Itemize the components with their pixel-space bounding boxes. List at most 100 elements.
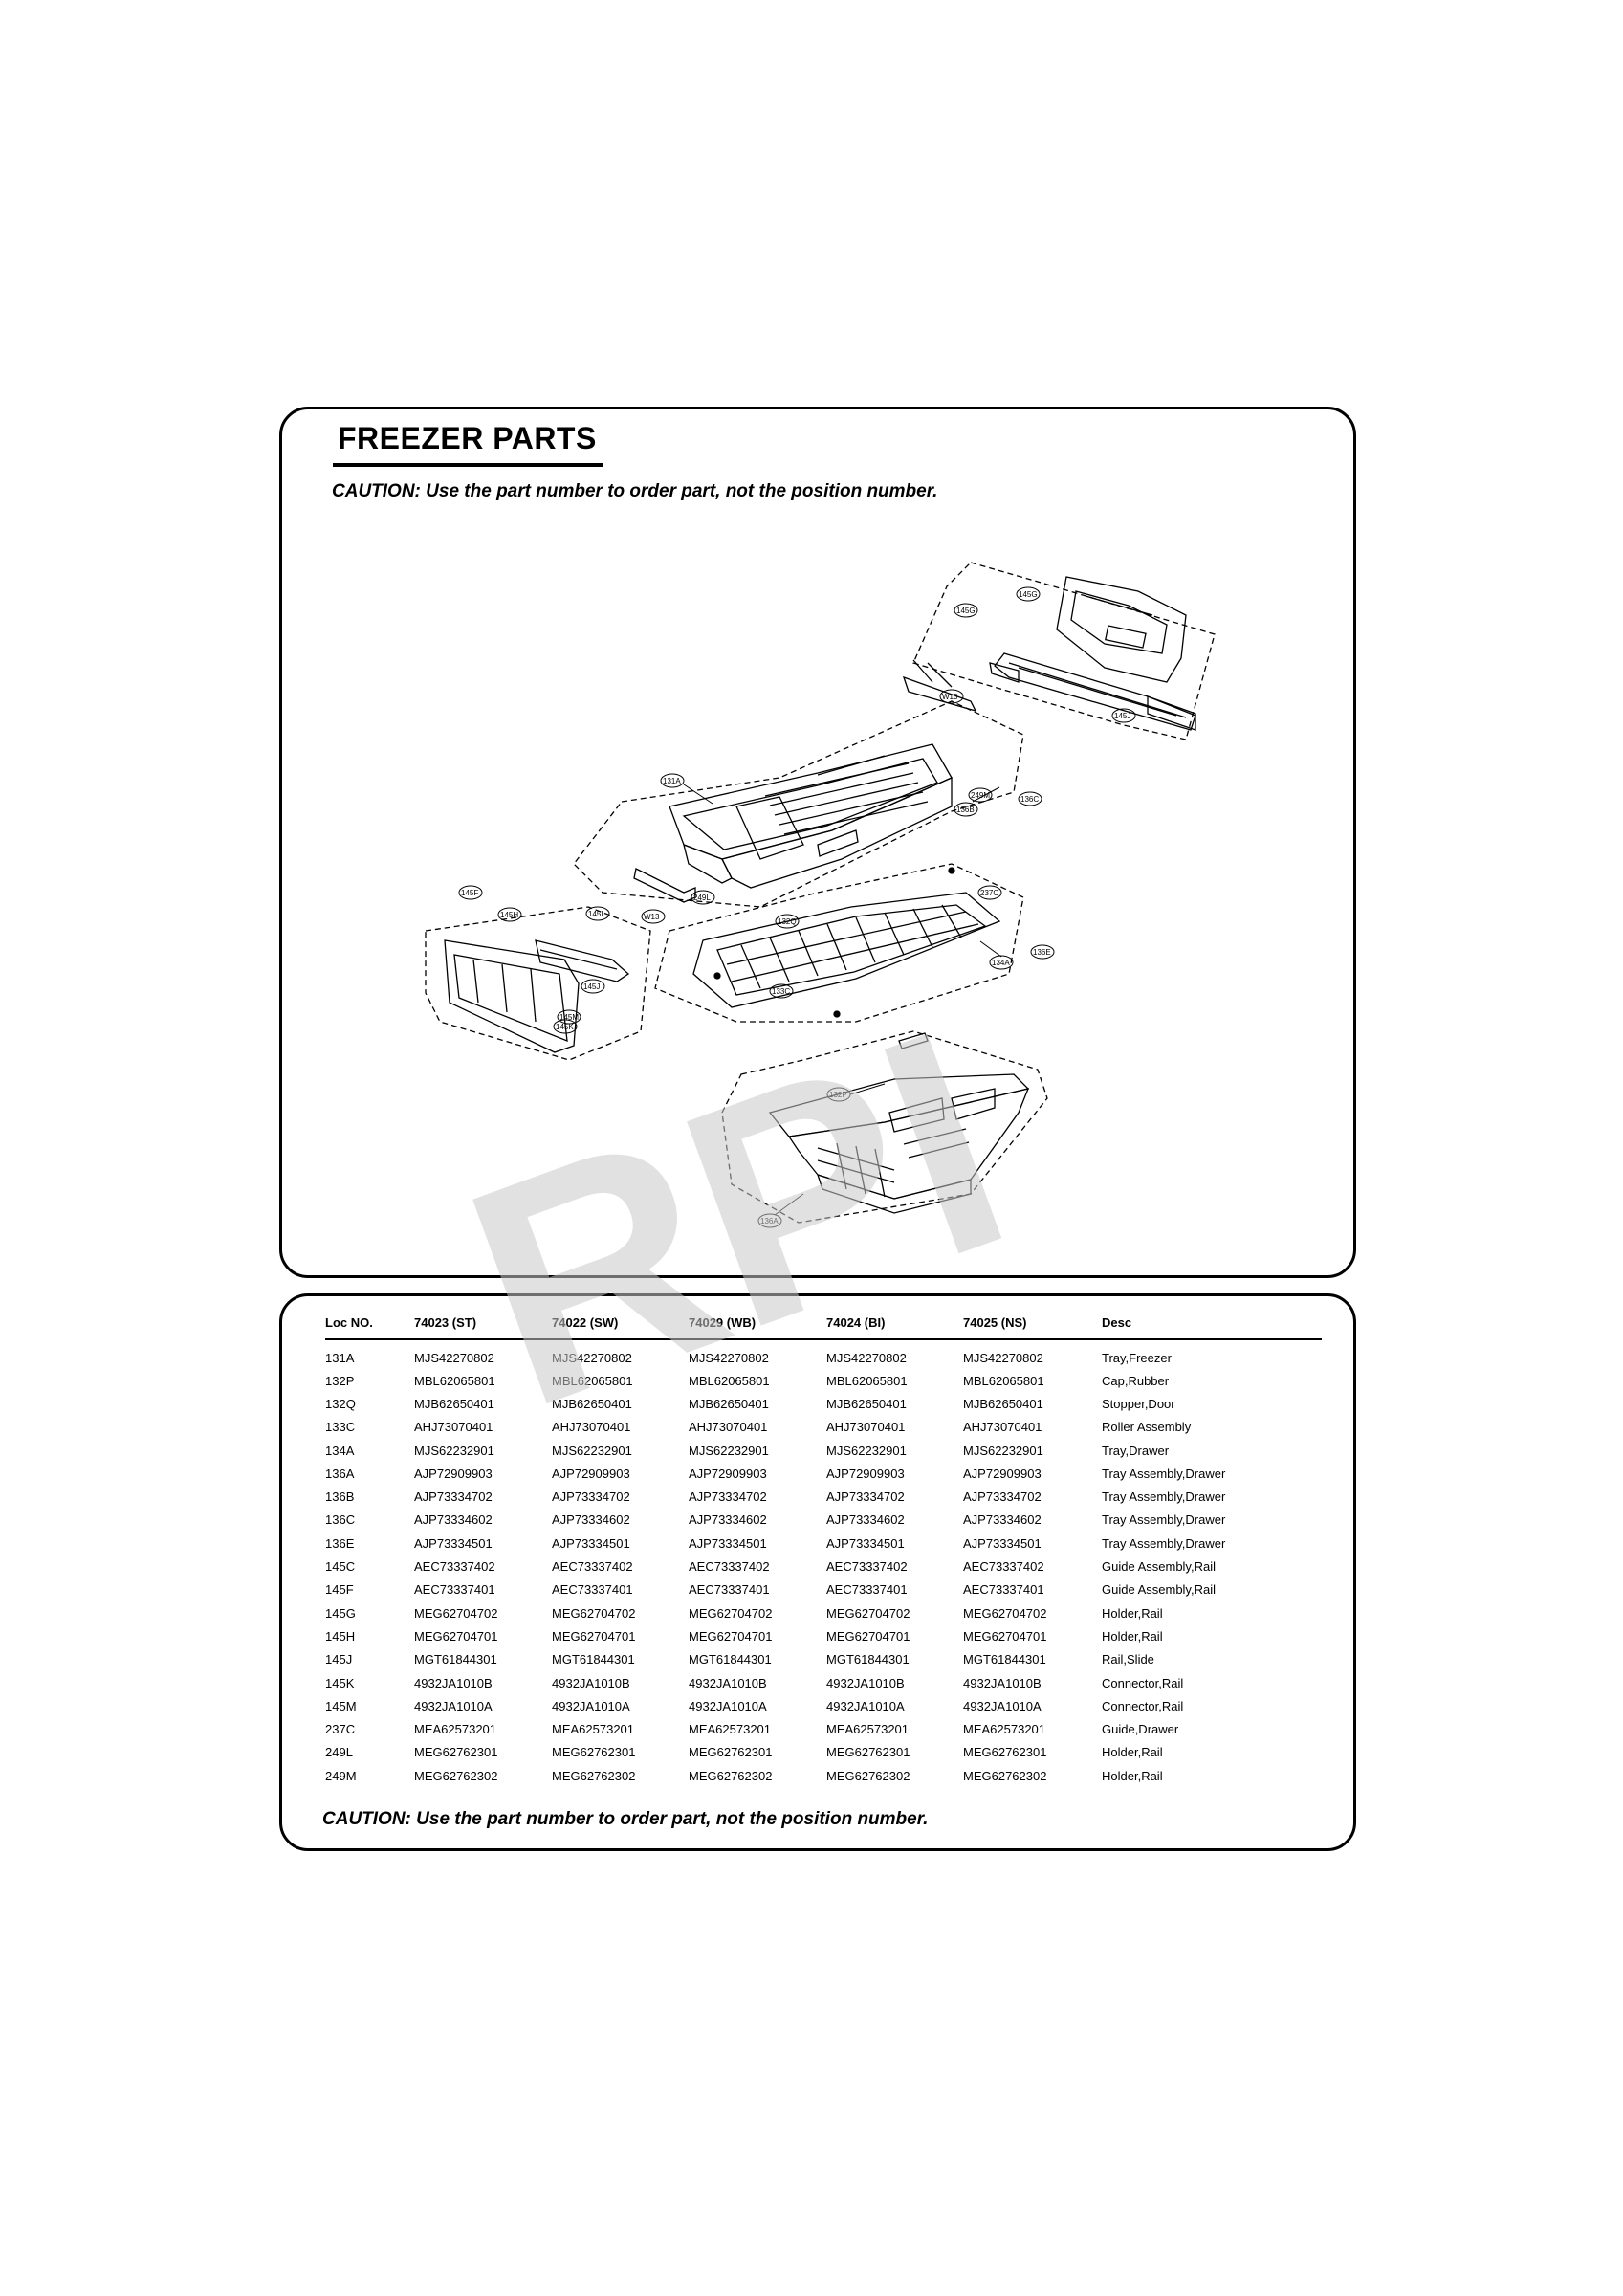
- callout-label: 145L: [588, 910, 605, 918]
- part-number-cell: AEC73337402: [963, 1559, 1044, 1575]
- callout-label: 132Q: [778, 917, 797, 926]
- caution-note-bottom: CAUTION: Use the part number to order pa…: [322, 1809, 929, 1829]
- part-number-cell: AJP73334702: [963, 1490, 1042, 1505]
- title-underline: [333, 463, 603, 467]
- loc-number-cell: 145F: [325, 1582, 354, 1598]
- description-cell: Tray Assembly,Drawer: [1102, 1535, 1226, 1551]
- part-number-cell: AJP72909903: [414, 1466, 493, 1481]
- callout-label: 249M: [971, 791, 990, 800]
- part-number-cell: AEC73337401: [552, 1582, 633, 1598]
- part-number-cell: MGT61844301: [689, 1652, 772, 1667]
- description-cell: Cap,Rubber: [1102, 1373, 1170, 1388]
- part-number-cell: AHJ73070401: [963, 1420, 1042, 1435]
- column-header: 74022 (SW): [552, 1312, 689, 1340]
- loc-number-cell: 145J: [325, 1652, 353, 1667]
- callout-label: 145M: [559, 1013, 579, 1022]
- loc-number-cell: 136A: [325, 1466, 355, 1481]
- part-number-cell: MGT61844301: [826, 1652, 910, 1667]
- part-number-cell: AJP73334501: [826, 1535, 905, 1551]
- loc-number-cell: 145K: [325, 1675, 355, 1690]
- callout-label: 145G: [1019, 590, 1038, 599]
- description-cell: Rail,Slide: [1102, 1652, 1154, 1667]
- part-number-cell: MEG62762302: [963, 1768, 1047, 1783]
- part-number-cell: AEC73337402: [689, 1559, 770, 1575]
- parts-table-panel: Loc NO. 74023 (ST) 74022 (SW) 74029 (WB)…: [279, 1293, 1356, 1851]
- part-number-cell: 4932JA1010A: [414, 1698, 493, 1713]
- slide-rail-part: [989, 652, 1196, 731]
- part-number-cell: MJB62650401: [826, 1396, 907, 1411]
- part-number-cell: MJS62232901: [826, 1443, 907, 1458]
- basket-boundary: [721, 1030, 1048, 1224]
- callout-label: 145F: [461, 889, 478, 897]
- part-number-cell: AJP72909903: [552, 1466, 630, 1481]
- part-number-cell: MJB62650401: [552, 1396, 632, 1411]
- part-number-cell: 4932JA1010B: [963, 1675, 1042, 1690]
- part-number-cell: MEG62704702: [689, 1605, 773, 1621]
- part-number-cell: MJS62232901: [689, 1443, 769, 1458]
- loc-number-cell: 131A: [325, 1350, 355, 1365]
- part-number-cell: MJS62232901: [414, 1443, 494, 1458]
- callout-label: 134A: [992, 959, 1010, 967]
- page-title: FREEZER PARTS: [338, 421, 597, 455]
- part-number-cell: MJS62232901: [963, 1443, 1043, 1458]
- parts-table: Loc NO. 74023 (ST) 74022 (SW) 74029 (WB)…: [325, 1312, 1322, 1787]
- part-number-cell: AJP73334602: [963, 1512, 1042, 1528]
- part-number-cell: AEC73337401: [826, 1582, 908, 1598]
- description-cell: Holder,Rail: [1102, 1768, 1163, 1783]
- column-header: Desc: [1102, 1312, 1322, 1340]
- part-number-cell: 4932JA1010A: [963, 1698, 1042, 1713]
- loc-number-cell: 134A: [325, 1443, 355, 1458]
- part-number-cell: MJS42270802: [552, 1350, 632, 1365]
- part-number-cell: 4932JA1010B: [826, 1675, 905, 1690]
- description-cell: Tray,Drawer: [1102, 1443, 1170, 1458]
- description-cell: Guide,Drawer: [1102, 1722, 1179, 1737]
- part-number-cell: AJP73334501: [689, 1535, 767, 1551]
- part-number-cell: MEA62573201: [689, 1722, 772, 1737]
- part-number-cell: MEG62704702: [552, 1605, 636, 1621]
- basket-part: [768, 1032, 1030, 1214]
- part-number-cell: MBL62065801: [414, 1373, 495, 1388]
- description-cell: Holder,Rail: [1102, 1745, 1163, 1760]
- caution-note-top: CAUTION: Use the part number to order pa…: [332, 481, 938, 501]
- callout-label: 145J: [583, 982, 600, 991]
- part-number-cell: MGT61844301: [963, 1652, 1046, 1667]
- part-number-cell: AEC73337402: [826, 1559, 908, 1575]
- callout-label: 136C: [1020, 795, 1039, 804]
- callout-label: 136A: [760, 1217, 779, 1225]
- part-number-cell: MJB62650401: [963, 1396, 1043, 1411]
- part-number-cell: AHJ73070401: [689, 1420, 768, 1435]
- description-cell: Tray Assembly,Drawer: [1102, 1512, 1226, 1528]
- description-cell: Tray,Freezer: [1102, 1350, 1172, 1365]
- description-cell: Tray Assembly,Drawer: [1102, 1466, 1226, 1481]
- part-number-cell: AJP72909903: [963, 1466, 1042, 1481]
- freezer-tray-boundary: [573, 700, 1024, 908]
- callout-label: 237C: [980, 889, 998, 897]
- part-number-cell: AJP72909903: [826, 1466, 905, 1481]
- part-number-cell: AJP73334501: [963, 1535, 1042, 1551]
- part-number-cell: AHJ73070401: [414, 1420, 493, 1435]
- callout-label: 132P: [829, 1091, 847, 1099]
- part-number-cell: MJS62232901: [552, 1443, 632, 1458]
- part-number-cell: MJB62650401: [689, 1396, 769, 1411]
- description-cell: Holder,Rail: [1102, 1628, 1163, 1644]
- part-number-cell: AJP73334602: [689, 1512, 767, 1528]
- part-number-cell: AJP73334602: [826, 1512, 905, 1528]
- part-number-cell: MEA62573201: [414, 1722, 497, 1737]
- exploded-parts-diagram: 145G 145G 145J W13 131A 249M 136B 136C 2…: [425, 562, 1216, 1228]
- table-row: 134A MJS62232901 MJS62232901 MJS62232901 MJS…: [325, 1439, 1322, 1462]
- part-number-cell: MEG62704701: [689, 1628, 773, 1644]
- part-number-cell: 4932JA1010A: [826, 1698, 905, 1713]
- callout-label: 136B: [956, 806, 975, 814]
- callout-label: 145J: [1114, 712, 1130, 720]
- part-number-cell: MEG62704702: [826, 1605, 910, 1621]
- column-header: 74025 (NS): [963, 1312, 1102, 1340]
